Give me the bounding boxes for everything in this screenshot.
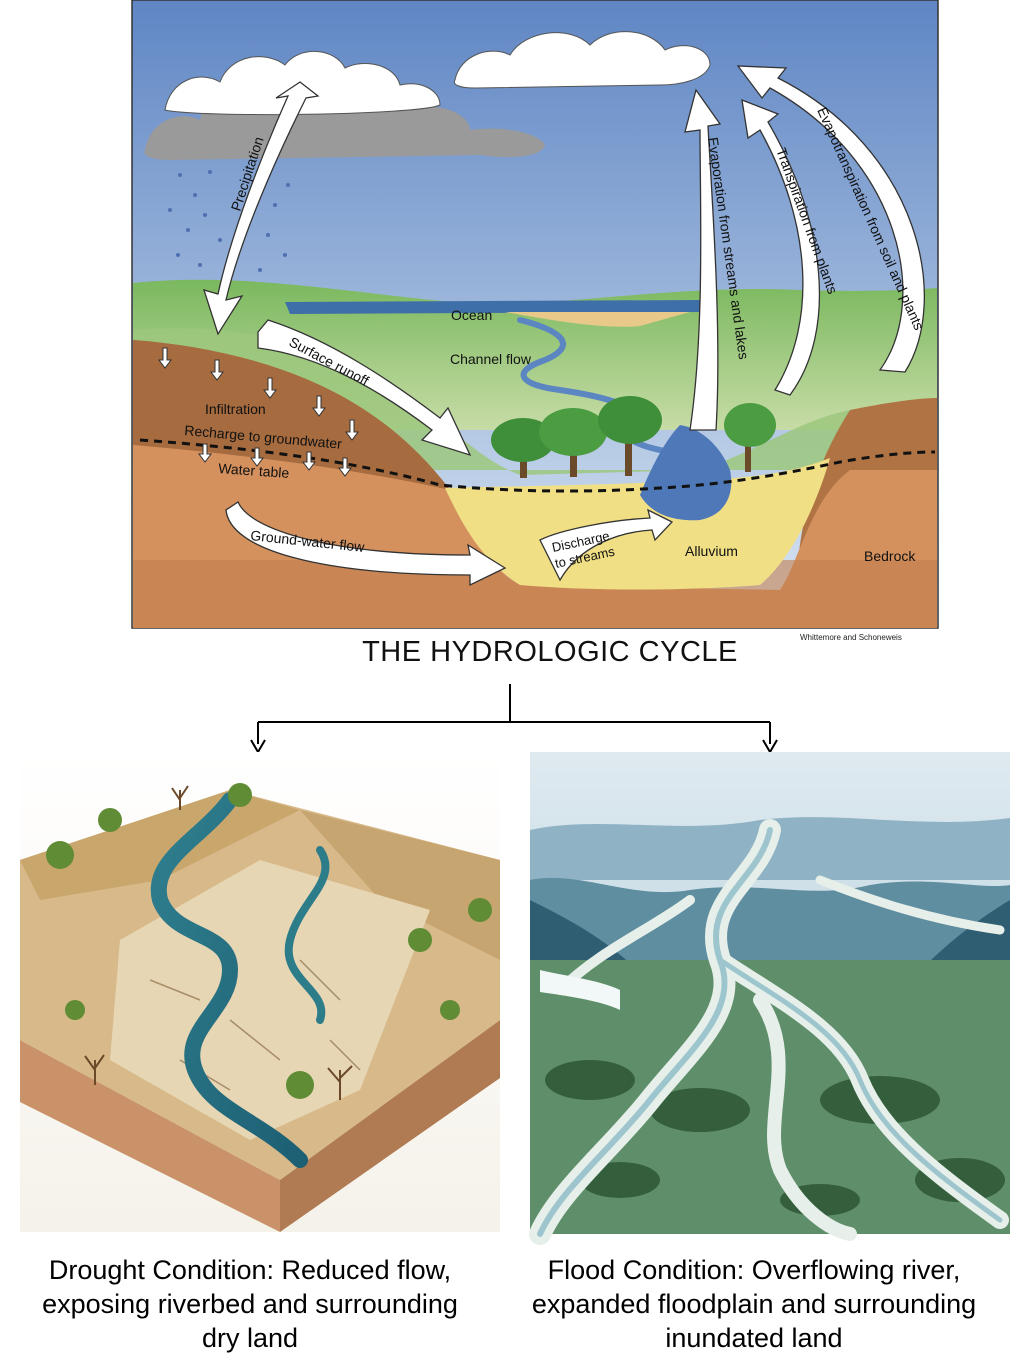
- surface-runoff-arrow: [257, 319, 472, 457]
- label-infiltration: Infiltration: [205, 401, 266, 417]
- flood-caption-line-2: expanded floodplain and surrounding: [531, 1289, 977, 1319]
- flood-ridge-mid: [530, 877, 1010, 960]
- flood-illustration: [529, 752, 1010, 1245]
- drought-caption-line-2: exposing riverbed and surrounding: [42, 1289, 458, 1319]
- flood-caption-line-1: Flood Condition: Overflowing river,: [547, 1255, 961, 1285]
- soil-upper-left: [133, 340, 450, 490]
- drought-caption: Drought Condition: Reduced flow, exposin…: [10, 1253, 490, 1355]
- label-water-table: Water table: [218, 460, 290, 481]
- diagram-credit: Whittemore and Schoneweis: [800, 633, 902, 642]
- evaporation-arrow: [684, 88, 722, 431]
- drought-caption-line-3: dry land: [201, 1323, 299, 1353]
- branch-connector: [257, 684, 771, 744]
- beach: [505, 312, 690, 327]
- hydrologic-cycle-diagram: Precipitation Surface runoff Infiltratio…: [131, 0, 939, 629]
- cloud-right: [453, 31, 711, 89]
- flood-water-tint: [537, 827, 1003, 1237]
- diagram-title: THE HYDROLOGIC CYCLE: [362, 636, 738, 668]
- infiltration-arrows: [158, 347, 359, 477]
- label-alluvium: Alluvium: [685, 543, 738, 559]
- drought-dead-trees: [84, 785, 353, 1100]
- drought-caption-line-1: Drought Condition: Reduced flow,: [48, 1255, 452, 1285]
- drought-river: [150, 792, 308, 1168]
- ocean-strip: [285, 300, 700, 314]
- drought-block-side: [20, 1040, 280, 1232]
- flood-caption: Flood Condition: Overflowing river, expa…: [506, 1253, 1002, 1355]
- cloud-left: [144, 51, 546, 160]
- drought-trees: [46, 783, 492, 1099]
- drought-illustration: [20, 752, 500, 1232]
- stream-pool: [640, 425, 732, 521]
- precipitation-arrow: [203, 81, 320, 336]
- label-bedrock: Bedrock: [864, 548, 916, 564]
- tree-group: [491, 396, 776, 478]
- flood-cascade: [540, 970, 620, 1010]
- discharge-arrow: [539, 508, 674, 582]
- transpiration-arrow: [741, 98, 820, 396]
- groundwater-flow-arrow: [225, 501, 507, 587]
- label-ocean: Ocean: [451, 307, 492, 323]
- label-channel-flow: Channel flow: [450, 351, 532, 367]
- rain-drops: [168, 170, 290, 272]
- evapotranspiration-arrow: [736, 65, 925, 373]
- flood-caption-line-3: inundated land: [665, 1323, 843, 1353]
